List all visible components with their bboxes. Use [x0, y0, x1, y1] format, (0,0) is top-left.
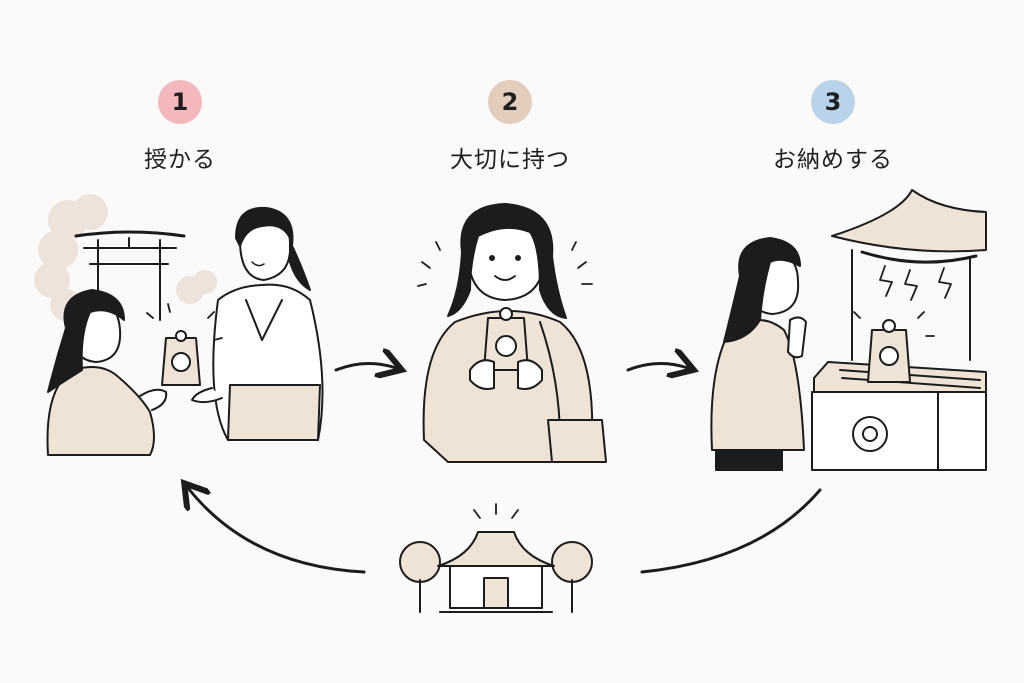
torii-gate-icon [74, 230, 186, 321]
step-1: 1 授かる [80, 80, 280, 174]
omamori-icon [161, 330, 201, 386]
arrow-shrine-to-1-icon [188, 488, 366, 574]
arrow-1-to-2-icon [334, 363, 396, 370]
step-1-badge: 1 [158, 80, 202, 124]
sparkle-icon [853, 311, 935, 337]
scene-keep [417, 203, 607, 463]
praying-woman-figure [710, 237, 807, 471]
step-3-badge: 3 [811, 80, 855, 124]
sparkle-icon [146, 303, 223, 341]
sparkle-icon [417, 241, 593, 287]
flow-arrows [188, 363, 822, 574]
arrow-3-to-shrine-icon [640, 488, 822, 574]
scene-return [710, 189, 987, 471]
omamori-icon [483, 307, 529, 371]
step-3-label: お納めする [773, 147, 893, 173]
sparkle-icon [473, 503, 519, 519]
receiving-woman-figure [46, 289, 168, 456]
shrine-building-icon [399, 503, 593, 613]
arrow-2-to-3-icon [626, 363, 688, 370]
offering-box-icon [811, 361, 987, 471]
shrine-roof-icon [831, 189, 987, 361]
omamori-icon [867, 319, 911, 383]
step-2-badge: 2 [488, 80, 532, 124]
step-1-label: 授かる [144, 147, 216, 173]
scene-receive [34, 194, 324, 456]
step-2-label: 大切に持つ [450, 147, 570, 173]
shrine-maiden-figure [191, 206, 324, 441]
step-2: 2 大切に持つ [410, 80, 610, 174]
step-3: 3 お納めする [733, 80, 933, 174]
cloud-icon [34, 194, 217, 321]
